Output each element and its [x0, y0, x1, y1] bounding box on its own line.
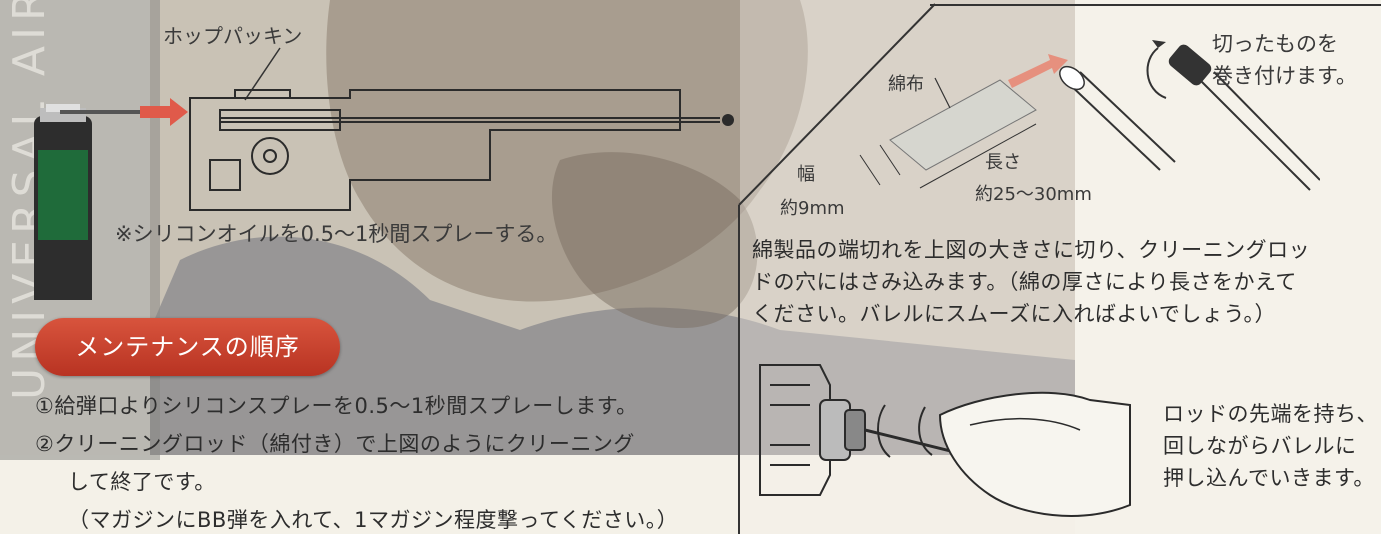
wrap-text-line2: 巻き付けます。	[1212, 64, 1357, 88]
rod-insertion-illustration	[759, 364, 1131, 517]
maintenance-heading: メンテナンスの順序	[75, 333, 300, 361]
wrap-text-line1: 切ったものを	[1212, 32, 1338, 56]
spray-note: ※シリコンオイルを0.5〜1秒間スプレーする。	[115, 222, 558, 246]
length-value: 約25〜30mm	[975, 184, 1092, 205]
right-left-border	[738, 205, 740, 534]
maintenance-step-2: ②クリーニングロッド（綿付き）で上図のようにクリーニング	[35, 432, 635, 456]
maintenance-step-1: ①給弾口よりシリコンスプレーを0.5〜1秒間スプレーします。	[35, 394, 638, 418]
cloth-label: 綿布	[888, 74, 924, 95]
insert-arrow-icon	[140, 98, 188, 126]
maintenance-step-2-note: （マガジンにBB弾を入れて、1マガジン程度撃ってください。）	[68, 508, 679, 532]
width-label: 幅	[797, 164, 815, 185]
rod-tip-line2: 回しながらバレルに	[1163, 434, 1357, 458]
hop-up-diagram	[34, 47, 734, 300]
right-diagonal-border	[738, 3, 936, 206]
length-label: 長さ	[985, 152, 1021, 173]
width-value: 約9mm	[780, 198, 845, 219]
cloth-rod-diagram	[859, 40, 1320, 191]
hand-icon	[864, 391, 1131, 517]
hop-packing-label: ホップパッキン	[163, 24, 303, 48]
hop-chamber-icon	[189, 89, 720, 211]
right-top-border	[930, 4, 1381, 6]
cleaning-rod-icon	[1008, 54, 1176, 171]
wrapped-rod-icon	[1146, 40, 1320, 191]
maintenance-heading-badge: メンテナンスの順序	[35, 318, 340, 376]
spray-can-icon	[34, 104, 150, 300]
maintenance-step-2-cont: して終了です。	[68, 470, 216, 494]
rod-tip-line3: 押し込んでいきます。	[1163, 466, 1375, 490]
instruction-line-1: 綿製品の端切れを上図の大きさに切り、クリーニングロッ	[752, 238, 1311, 262]
rotate-arrow-icon	[877, 404, 933, 458]
cotton-cloth-icon	[889, 79, 1037, 171]
instruction-line-2: ドの穴にはさみ込みます。（綿の厚さにより長さをかえて	[752, 270, 1297, 294]
rod-tip-line1: ロッドの先端を持ち、	[1163, 402, 1378, 426]
barrel-icon	[759, 364, 866, 496]
instruction-line-3: ください。バレルにスムーズに入ればよいでしょう。）	[752, 302, 1277, 326]
